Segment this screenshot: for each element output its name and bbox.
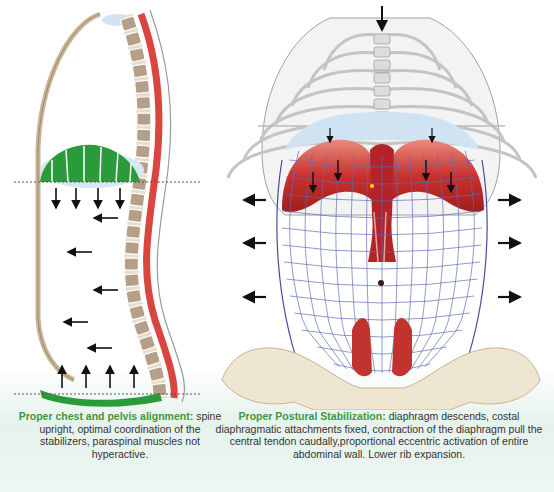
vertebra xyxy=(136,97,151,110)
pressure-arrow xyxy=(68,251,92,253)
pressure-arrow xyxy=(244,199,266,201)
pressure-arrow xyxy=(329,128,330,142)
pressure-arrow xyxy=(119,188,121,208)
vertebra xyxy=(148,367,164,382)
anterior-wall xyxy=(38,14,100,380)
vertebra xyxy=(130,193,145,207)
pressure-arrow xyxy=(64,321,88,323)
yellow-dot xyxy=(370,184,374,188)
spine-column xyxy=(126,16,160,398)
pressure-arrow xyxy=(498,199,520,201)
diaphragm-dome xyxy=(40,145,140,182)
vertebra xyxy=(129,305,146,320)
pressure-arrow xyxy=(97,188,99,208)
grid-line xyxy=(321,154,354,370)
vertebrae xyxy=(120,16,167,397)
vertebra xyxy=(125,274,140,287)
umbilicus xyxy=(378,280,384,286)
pressure-arrow xyxy=(337,160,338,180)
caption-heading: Proper Postural Stabilization: xyxy=(239,410,386,422)
pressure-arrow xyxy=(133,366,135,388)
pressure-arrow xyxy=(75,188,77,208)
load-arrow xyxy=(381,6,383,30)
caption-heading: Proper chest and pelvis alignment: xyxy=(19,410,193,422)
vertebra xyxy=(126,289,142,303)
grid-line xyxy=(418,153,459,369)
vertebra xyxy=(374,60,390,70)
dome-stripes xyxy=(52,146,131,182)
left-hemidiaphragm xyxy=(282,140,376,212)
vertebra xyxy=(132,64,148,78)
frontal-torso xyxy=(222,6,540,410)
grid-line xyxy=(411,154,444,370)
abdominal-wall-grid xyxy=(277,151,487,373)
vertebra xyxy=(374,47,390,57)
vertebra xyxy=(135,145,150,158)
pressure-arrow xyxy=(55,188,57,208)
pressure-arrow xyxy=(450,172,451,192)
pressure-arrow xyxy=(312,172,313,192)
right-caption: Proper Postural Stabilization:diaphragm … xyxy=(208,410,550,460)
vertebra xyxy=(374,99,390,109)
pressure-arrows xyxy=(56,188,134,388)
vertebra xyxy=(126,225,141,238)
pelvic-level xyxy=(14,394,200,395)
abdominal-outline xyxy=(277,160,487,370)
pressure-arrow xyxy=(94,289,118,291)
thoracic-spine xyxy=(374,34,390,122)
pressure-arrow xyxy=(244,242,266,244)
pelvis xyxy=(222,348,540,410)
diaphragm-level xyxy=(14,182,200,183)
left-caption: Proper chest and pelvis alignment:spine … xyxy=(14,410,226,460)
pressure-arrow xyxy=(498,242,520,244)
grid-line xyxy=(382,157,383,373)
pressure-arrow xyxy=(61,366,63,388)
vertebra xyxy=(144,351,161,367)
vertebra xyxy=(136,129,150,142)
vertebra xyxy=(120,16,137,32)
vertebra xyxy=(125,242,140,255)
vertebra xyxy=(374,73,390,83)
pressure-arrow xyxy=(425,160,426,180)
pressure-arrow xyxy=(85,366,87,388)
vertebra xyxy=(125,32,142,47)
pressure-arrow xyxy=(498,296,520,298)
anterior-wall-edge xyxy=(38,14,100,380)
pelvic-floor xyxy=(40,390,162,407)
right-psoas xyxy=(392,318,412,376)
pressure-arrow xyxy=(431,128,432,142)
vertebra xyxy=(135,80,150,93)
vertebra xyxy=(374,34,390,44)
right-hemidiaphragm xyxy=(388,140,484,212)
crura xyxy=(374,212,386,262)
vertebra xyxy=(374,86,390,96)
vertebra xyxy=(133,320,150,336)
left-psoas xyxy=(352,318,372,376)
sagittal-torso xyxy=(14,10,200,407)
vertebra xyxy=(139,335,156,351)
pressure-arrow xyxy=(244,296,266,298)
vertebra xyxy=(124,258,138,270)
vertebra xyxy=(129,48,145,63)
pressure-arrow xyxy=(94,217,118,219)
grid-line xyxy=(305,153,346,369)
grid-line xyxy=(290,151,340,367)
illustration xyxy=(0,0,554,410)
pressure-arrow xyxy=(88,347,112,349)
expansion-arrows xyxy=(244,128,520,297)
vertebra xyxy=(127,209,142,223)
vertebra xyxy=(137,113,151,125)
pressure-arrow xyxy=(109,366,111,388)
grid-line xyxy=(425,151,475,367)
